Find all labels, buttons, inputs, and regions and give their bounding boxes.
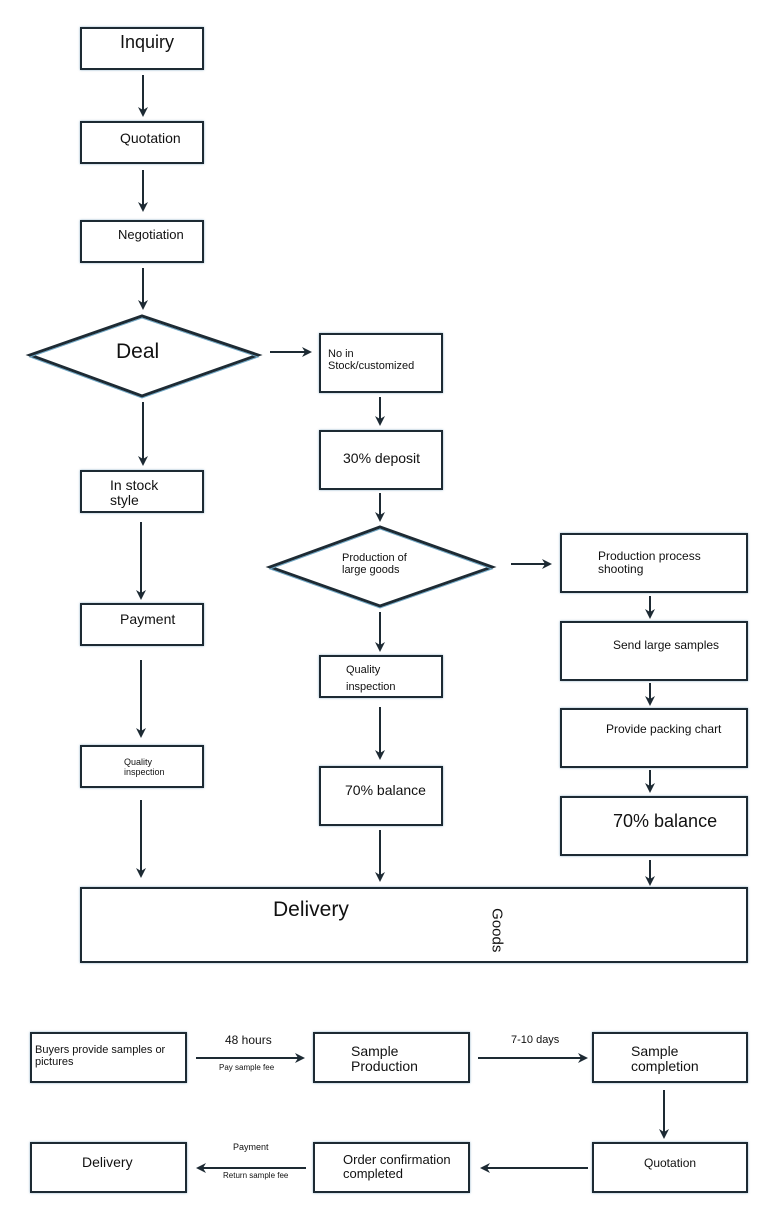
negotiation-label: Negotiation bbox=[118, 227, 184, 242]
production-diamond bbox=[265, 525, 497, 608]
packing-chart-box bbox=[560, 708, 748, 768]
order-confirm-label: Order confirmation completed bbox=[343, 1152, 451, 1182]
quotation-small-label: Quotation bbox=[644, 1156, 697, 1170]
days-label: 7-10 days bbox=[511, 1034, 560, 1046]
pay-fee-label: Pay sample fee bbox=[219, 1063, 275, 1072]
deal-diamond-glow bbox=[28, 317, 260, 399]
delivery-small-box bbox=[30, 1142, 187, 1193]
in-stock-box bbox=[80, 470, 204, 513]
send-samples-box bbox=[560, 621, 748, 681]
production-label: Production of large goods bbox=[342, 552, 407, 577]
sample-completion-box bbox=[592, 1032, 748, 1083]
negotiation-box bbox=[80, 220, 204, 263]
no-stock-label: No in Stock/customized bbox=[328, 348, 415, 373]
quality-mid-box bbox=[319, 655, 443, 698]
sample-production-box bbox=[313, 1032, 470, 1083]
packing-chart-label: Provide packing chart bbox=[606, 722, 722, 736]
balance-right-box bbox=[560, 796, 748, 856]
quotation-small-box bbox=[592, 1142, 748, 1193]
quotation-label: Quotation bbox=[120, 130, 181, 146]
goods-label: Goods bbox=[488, 908, 506, 953]
production-diamond-glow bbox=[268, 528, 494, 609]
deal-diamond bbox=[25, 314, 263, 398]
sample-production-label: Sample Production bbox=[351, 1043, 418, 1075]
quality-left-label: Quality inspection bbox=[124, 757, 165, 777]
balance-mid-label: 70% balance bbox=[345, 782, 426, 798]
quality-mid-label: Quality inspection bbox=[346, 664, 396, 693]
return-fee-label: Return sample fee bbox=[223, 1171, 289, 1180]
deposit-label: 30% deposit bbox=[343, 450, 421, 466]
payment-label: Payment bbox=[120, 611, 176, 627]
delivery-box bbox=[80, 887, 748, 963]
process-shooting-label: Production process shooting bbox=[598, 549, 701, 577]
balance-mid-box bbox=[319, 766, 443, 826]
process-shooting-box bbox=[560, 533, 748, 593]
deposit-box bbox=[319, 430, 443, 490]
quality-left-box bbox=[80, 745, 204, 788]
send-samples-label: Send large samples bbox=[613, 638, 720, 652]
in-stock-label: In stock style bbox=[110, 477, 159, 509]
no-stock-box bbox=[319, 333, 443, 393]
order-confirm-box bbox=[313, 1142, 470, 1193]
inquiry-label: Inquiry bbox=[120, 32, 175, 52]
hours-48-label: 48 hours bbox=[225, 1033, 272, 1047]
sample-completion-label: Sample completion bbox=[631, 1043, 699, 1075]
delivery-small-label: Delivery bbox=[82, 1154, 133, 1170]
buyers-box bbox=[30, 1032, 187, 1083]
delivery-label: Delivery bbox=[273, 898, 349, 921]
inquiry-box bbox=[80, 27, 204, 70]
payment-small-label: Payment bbox=[233, 1142, 269, 1152]
quotation-box bbox=[80, 121, 204, 164]
deal-label: Deal bbox=[116, 340, 160, 363]
payment-box bbox=[80, 603, 204, 646]
buyers-label: Buyers provide samples or pictures bbox=[35, 1044, 166, 1069]
balance-right-label: 70% balance bbox=[613, 811, 718, 831]
